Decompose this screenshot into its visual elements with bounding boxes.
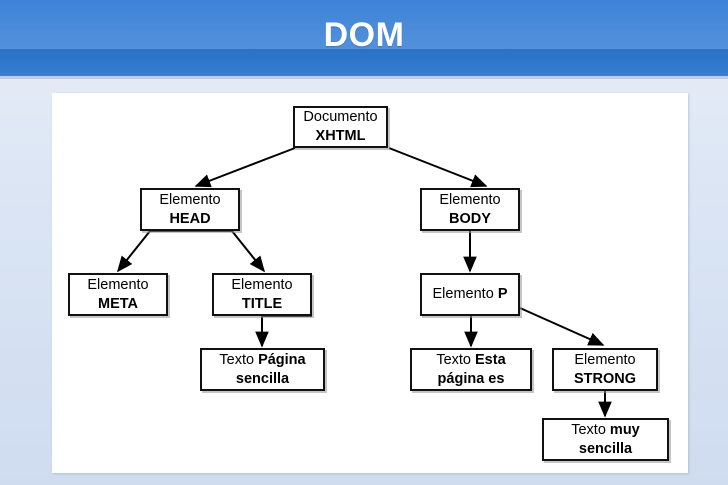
edge-head-to-title <box>231 230 265 273</box>
node-line-2: TITLE <box>241 295 283 312</box>
node-line-1: Texto Esta <box>436 351 505 370</box>
node-documento-xhtml[interactable]: Documento XHTML <box>293 106 388 148</box>
node-text-bold: P <box>497 286 508 302</box>
node-texto-esta-pagina-es[interactable]: Texto Esta página es <box>410 348 532 391</box>
node-elemento-title[interactable]: Elemento TITLE <box>212 273 312 316</box>
node-line-2: BODY <box>449 210 491 227</box>
node-elemento-meta[interactable]: Elemento META <box>68 273 168 316</box>
edge-documento-to-body <box>388 147 488 188</box>
node-line-1: Texto Página <box>219 351 305 370</box>
node-text-regular: Texto <box>571 421 610 438</box>
node-elemento-strong[interactable]: Elemento STRONG <box>552 348 658 391</box>
node-line-1: Documento <box>303 109 378 125</box>
node-text-regular: Elemento <box>432 286 498 302</box>
node-line-1: Texto muy <box>571 421 640 440</box>
node-line-1: Elemento P <box>433 285 508 304</box>
node-line-1: Elemento <box>159 191 221 208</box>
node-texto-pagina-sencilla[interactable]: Texto Página sencilla <box>200 348 325 391</box>
diagram-panel: Documento XHTML Elemento HEAD Elemento B… <box>52 93 688 473</box>
node-line-2: página es <box>437 370 505 387</box>
node-line-2: XHTML <box>315 128 366 144</box>
node-text-bold: Esta <box>475 351 506 368</box>
header-band-lower <box>0 49 728 78</box>
node-elemento-head[interactable]: Elemento HEAD <box>140 188 240 231</box>
node-texto-muy-sencilla[interactable]: Texto muy sencilla <box>542 418 669 461</box>
header-underline-divider <box>0 76 728 79</box>
node-elemento-p[interactable]: Elemento P <box>420 273 520 316</box>
node-line-1: Elemento <box>87 276 149 293</box>
node-text-bold: Página <box>258 351 306 368</box>
node-text-regular: Texto <box>219 351 259 368</box>
edge-documento-to-head <box>194 147 296 188</box>
node-line-2: HEAD <box>169 210 211 227</box>
edge-head-to-meta <box>117 230 151 273</box>
node-line-1: Elemento <box>439 191 501 208</box>
node-elemento-body[interactable]: Elemento BODY <box>420 188 520 231</box>
node-line-1: Elemento <box>574 351 636 368</box>
edge-p-to-strong <box>519 307 605 346</box>
node-line-2: META <box>97 295 138 312</box>
header-band <box>0 0 728 49</box>
node-line-2: sencilla <box>578 440 633 457</box>
page-title: DOM <box>323 16 405 54</box>
node-line-2: STRONG <box>573 370 637 387</box>
node-text-regular: Texto <box>436 351 476 368</box>
node-text-bold: muy <box>609 421 640 438</box>
node-line-1: Elemento <box>231 276 293 293</box>
node-line-2: sencilla <box>235 370 290 387</box>
